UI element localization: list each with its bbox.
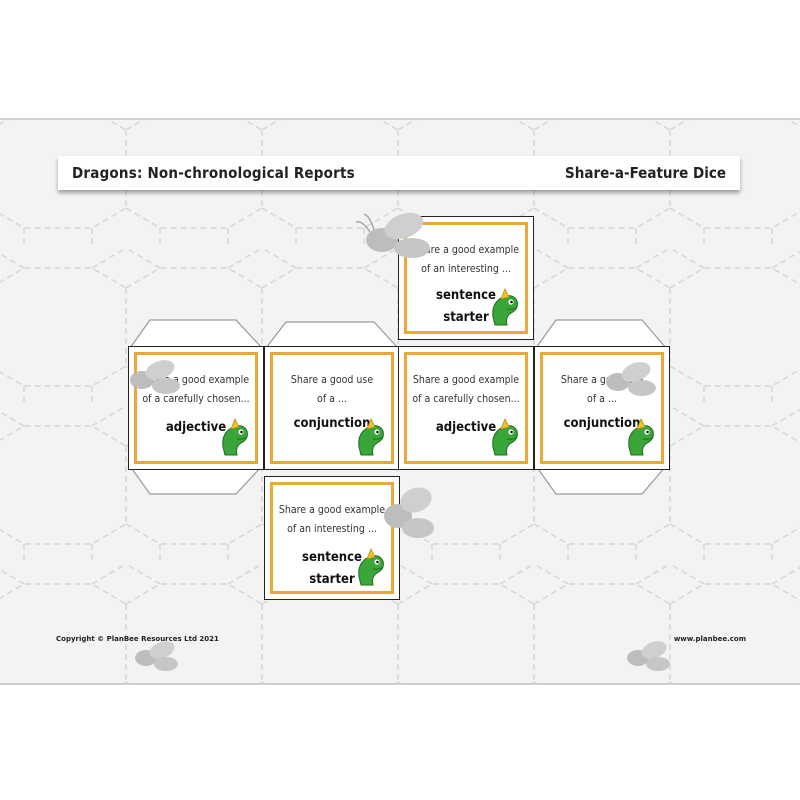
dice-face-bottom: Share a good example of an interesting .… xyxy=(264,476,400,600)
face-prompt: Share a good example of an interesting .… xyxy=(407,241,525,279)
copyright-text: Copyright © PlanBee Resources Ltd 2021 xyxy=(56,635,219,643)
face-frame: Share a good example of a carefully chos… xyxy=(404,352,528,464)
prompt-line-2: of a carefully chosen... xyxy=(142,393,250,405)
keyword-line-1: conjunction xyxy=(293,416,371,431)
face-prompt: Share a good example of an interesting .… xyxy=(273,501,391,539)
face-keyword: adjective xyxy=(137,417,255,439)
dragon-icon xyxy=(358,418,384,456)
face-keyword: sentence starter xyxy=(407,285,525,329)
face-prompt: Share a good use of a ... xyxy=(273,371,391,409)
keyword-line-1: sentence xyxy=(436,288,496,303)
page-title: Dragons: Non-chronological Reports xyxy=(72,164,355,182)
dragon-icon xyxy=(492,418,518,456)
face-keyword: sentence starter xyxy=(273,547,391,591)
prompt-line-2: of a carefully chosen... xyxy=(412,393,520,405)
prompt-line-1: Share a good example xyxy=(412,374,520,386)
prompt-line-1: Share a good use xyxy=(290,374,374,386)
dice-face-center: Share a good example of a carefully chos… xyxy=(398,346,534,470)
face-frame: Share a good example of an interesting .… xyxy=(270,482,394,594)
keyword-line-2: starter xyxy=(309,572,355,587)
prompt-line-1: Share a good example xyxy=(412,244,520,256)
prompt-line-2: of a ... xyxy=(587,393,617,405)
dragon-icon xyxy=(358,548,384,586)
face-prompt: Share a good example of a carefully chos… xyxy=(407,371,525,409)
bee-watermark-icon xyxy=(355,212,430,258)
keyword-line-1: adjective xyxy=(435,420,497,435)
prompt-line-2: of an interesting ... xyxy=(421,263,511,275)
bee-watermark-icon xyxy=(130,360,180,394)
dice-face-mid-left: Share a good use of a ... conjunction xyxy=(264,346,400,470)
page-subtitle: Share-a-Feature Dice xyxy=(565,164,726,182)
bee-watermark-icon xyxy=(384,487,434,538)
worksheet-page: Dragons: Non-chronological Reports Share… xyxy=(0,118,800,685)
website-link[interactable]: www.planbee.com xyxy=(673,635,746,643)
keyword-line-1: sentence xyxy=(302,550,362,565)
dragon-icon xyxy=(492,288,518,326)
dragon-icon xyxy=(628,418,654,456)
face-keyword: conjunction xyxy=(543,413,661,435)
bee-watermark-icon xyxy=(135,641,178,671)
dice-face-top: Share a good example of an interesting .… xyxy=(398,216,534,340)
prompt-line-2: of a ... xyxy=(317,393,347,405)
keyword-line-2: starter xyxy=(443,310,489,325)
dice-net-tabs xyxy=(128,319,668,495)
face-frame: Share a good example of an interesting .… xyxy=(404,222,528,334)
keyword-line-1: conjunction xyxy=(563,416,641,431)
face-keyword: adjective xyxy=(407,417,525,439)
keyword-line-1: adjective xyxy=(165,420,227,435)
bee-watermark-icon xyxy=(606,362,656,396)
header-banner: Dragons: Non-chronological Reports Share… xyxy=(58,156,740,190)
bee-watermark-icon xyxy=(627,641,670,671)
dragon-icon xyxy=(222,418,248,456)
face-frame: Share a good use of a ... conjunction xyxy=(270,352,394,464)
prompt-line-2: of an interesting ... xyxy=(287,523,377,535)
face-keyword: conjunction xyxy=(273,413,391,435)
prompt-line-1: Share a good example xyxy=(278,504,386,516)
